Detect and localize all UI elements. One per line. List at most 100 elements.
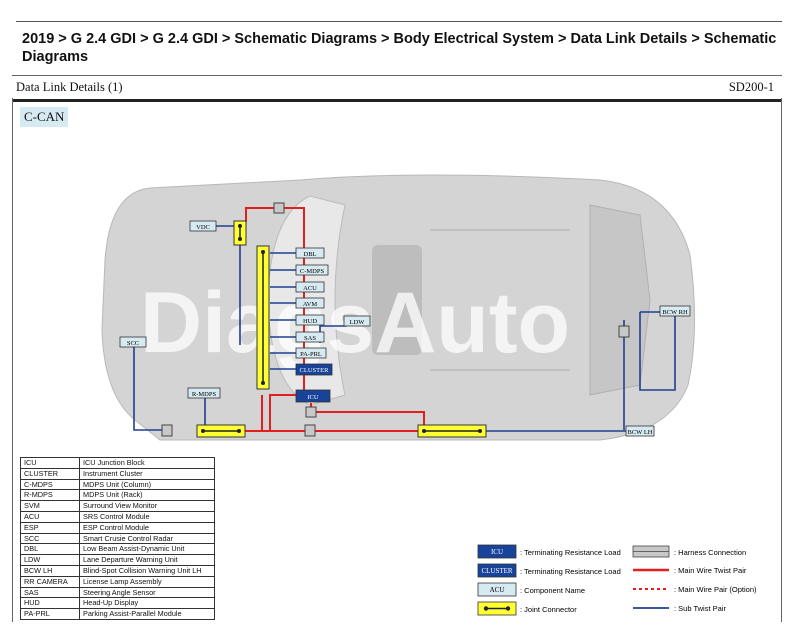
breadcrumb[interactable]: 2019 > G 2.4 GDI > G 2.4 GDI > Schematic… — [22, 31, 777, 65]
component-c-mdps[interactable]: C-MDPS — [295, 264, 329, 276]
sheet-id: SD200-1 — [728, 80, 774, 94]
description-cell: Low Beam Assist-Dynamic Unit — [79, 543, 215, 556]
svg-text:ACU: ACU — [490, 586, 505, 594]
description-cell: Smart Crusie Control Radar — [79, 532, 215, 545]
vehicle-silhouette — [101, 174, 696, 441]
sheet-header: Data Link Details (1) SD200-1 — [12, 75, 782, 102]
abbr-cell: ACU — [20, 510, 80, 523]
legend-sub-twist: : Sub Twist Pair — [633, 604, 726, 613]
legend-terminating-icu: ICU : Terminating Resistance Load — [477, 544, 621, 559]
svg-text:C-MDPS: C-MDPS — [300, 268, 325, 275]
abbr-cell: CLUSTER — [20, 467, 80, 480]
top-rule — [16, 21, 782, 22]
svg-text:SAS: SAS — [304, 335, 316, 342]
svg-text:: Joint Connector: : Joint Connector — [520, 605, 577, 614]
abbr-cell: SVM — [20, 500, 80, 512]
svg-text:SCC: SCC — [127, 340, 139, 347]
svg-text:ICU: ICU — [307, 394, 319, 401]
sub-twist-wires — [133, 225, 676, 432]
svg-text:CLUSTER: CLUSTER — [481, 567, 512, 575]
description-cell: Surround View Monitor — [79, 500, 215, 512]
svg-text:DBL: DBL — [304, 251, 317, 258]
legend-main-twist: : Main Wire Twist Pair — [633, 566, 747, 575]
svg-text:ACU: ACU — [303, 285, 317, 292]
legend-component-name: ACU : Component Name — [477, 582, 585, 597]
harness-connections — [161, 202, 630, 437]
component-sas[interactable]: SAS — [295, 331, 325, 343]
abbr-cell: SCC — [20, 532, 80, 545]
component-icu[interactable]: ICU — [295, 389, 331, 403]
component-r-mdps[interactable]: R-MDPS — [187, 387, 221, 399]
sheet-title: Data Link Details (1) — [16, 80, 123, 94]
description-cell: ESP Control Module — [79, 521, 215, 534]
description-cell: Steering Angle Sensor — [79, 586, 215, 599]
svg-text:BCW LH: BCW LH — [628, 429, 653, 436]
abbr-cell: ICU — [20, 457, 80, 469]
abbr-cell: ESP — [20, 521, 80, 534]
component-acu[interactable]: ACU — [295, 281, 325, 293]
svg-text:LDW: LDW — [350, 319, 366, 326]
description-cell: Blind-Spot Collision Warning Unit LH — [79, 564, 215, 577]
component-bcw-lh[interactable]: BCW LH — [625, 425, 655, 437]
svg-text:: Terminating Resistance Load: : Terminating Resistance Load — [520, 567, 621, 576]
joint-connectors — [196, 220, 487, 438]
component-bcw-rh[interactable]: BCW RH — [659, 305, 691, 317]
description-cell: MDPS Unit (Column) — [79, 478, 215, 491]
svg-text:PA-PRL: PA-PRL — [300, 351, 322, 358]
svg-text:: Main Wire Twist Pair: : Main Wire Twist Pair — [674, 566, 747, 575]
component-avm[interactable]: AVM — [295, 297, 325, 309]
abbr-cell: SAS — [20, 586, 80, 599]
component-cluster[interactable]: CLUSTER — [295, 363, 333, 376]
svg-text:: Terminating Resistance Load: : Terminating Resistance Load — [520, 548, 621, 557]
component-vdc[interactable]: VDC — [189, 220, 217, 232]
description-cell: Lane Departure Warning Unit — [79, 554, 215, 566]
svg-text:ICU: ICU — [491, 548, 503, 556]
svg-text:AVM: AVM — [303, 301, 318, 308]
abbr-cell: HUD — [20, 597, 80, 610]
description-cell: Parking Assist-Parallel Module — [79, 608, 215, 620]
component-dbl[interactable]: DBL — [295, 247, 325, 259]
network-label: C-CAN — [20, 107, 69, 127]
abbr-cell: PA-PRL — [20, 608, 80, 620]
svg-text:HUD: HUD — [303, 318, 317, 325]
component-pa-prl[interactable]: PA-PRL — [295, 347, 327, 359]
frame-right — [781, 98, 782, 622]
symbol-legend: ICU : Terminating Resistance Load CLUSTE… — [477, 544, 757, 616]
svg-text:VDC: VDC — [196, 224, 210, 231]
abbr-cell: R-MDPS — [20, 489, 80, 502]
svg-text:BCW RH: BCW RH — [662, 309, 688, 316]
abbr-cell: RR CAMERA — [20, 575, 80, 588]
component-scc[interactable]: SCC — [119, 336, 147, 348]
description-cell: Head-Up Display — [79, 597, 215, 610]
legend-main-option: : Main Wire Pair (Option) — [633, 585, 757, 594]
svg-text:: Component Name: : Component Name — [520, 586, 585, 595]
abbr-cell: C-MDPS — [20, 478, 80, 491]
description-cell: MDPS Unit (Rack) — [79, 489, 215, 502]
description-cell: Instrument Cluster — [79, 467, 215, 480]
svg-text:: Main Wire Pair (Option): : Main Wire Pair (Option) — [674, 585, 757, 594]
component-ldw[interactable]: LDW — [343, 315, 371, 327]
description-cell: SRS Control Module — [79, 510, 215, 523]
legend-terminating-cluster: CLUSTER : Terminating Resistance Load — [477, 563, 621, 578]
description-cell: License Lamp Assembly — [79, 575, 215, 588]
frame-left — [12, 98, 13, 622]
legend-harness-connection: : Harness Connection — [632, 545, 746, 558]
abbr-cell: LDW — [20, 554, 80, 566]
component-hud[interactable]: HUD — [295, 314, 325, 326]
description-cell: ICU Junction Block — [79, 457, 215, 469]
component-boxes: VDC DBL C-MDPS ACU AVM HUD SAS PA-PRL — [119, 220, 691, 437]
